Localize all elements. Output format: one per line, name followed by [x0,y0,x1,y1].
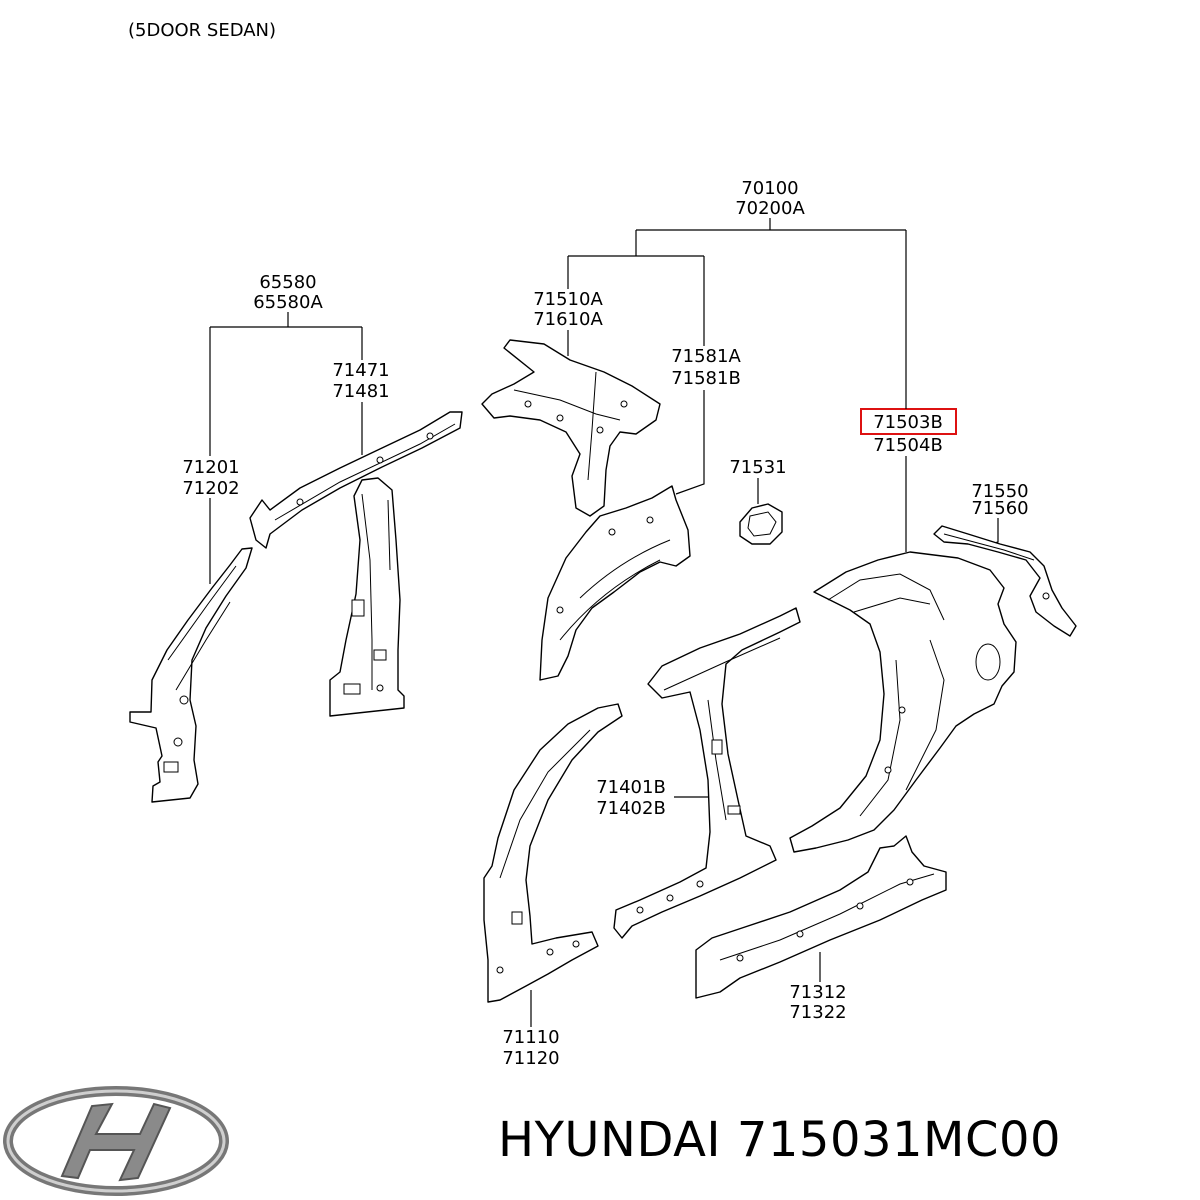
callout-71201-line1: 71201 [182,457,239,478]
brand-part-number: HYUNDAI 715031MC00 [498,1112,1062,1168]
callout-71401B[interactable]: 71401B 71402B [596,777,666,819]
callout-71401B-line1: 71401B [596,777,666,798]
callout-65580[interactable]: 65580 65580A [253,272,323,313]
part-quarter-inner-upper[interactable] [481,339,661,517]
callout-71471[interactable]: 71471 71481 [332,360,389,402]
callout-71201[interactable]: 71201 71202 [182,457,239,499]
part-fuel-filler-housing[interactable] [739,503,783,545]
callout-71510A-line1: 71510A [533,289,603,310]
callout-70100-line1: 70100 [741,178,798,199]
callout-71401B-line2: 71402B [596,798,666,819]
part-center-pillar-outer[interactable] [613,607,801,939]
callout-71581A-line1: 71581A [671,346,741,367]
part-front-pillar-inner[interactable] [129,547,253,803]
callout-71312[interactable]: 71312 71322 [789,982,846,1023]
callout-71581A-line2: 71581B [671,368,741,389]
part-center-pillar-inner[interactable] [329,477,405,717]
callout-71510A-line2: 71610A [533,309,603,330]
callout-71550[interactable]: 71550 71560 [971,481,1028,519]
callout-71312-line2: 71322 [789,1002,846,1023]
callout-65580-line2: 65580A [253,292,323,313]
part-rear-bracket[interactable] [933,525,1077,637]
part-quarter-panel-outer[interactable] [789,551,1017,853]
callout-71471-line2: 71481 [332,381,389,402]
callout-71550-line1: 71550 [971,481,1028,502]
callout-71581A[interactable]: 71581A 71581B [671,346,741,389]
callout-71110-line2: 71120 [502,1048,559,1069]
callout-71110[interactable]: 71110 71120 [502,1027,559,1069]
callout-71503B-line1: 71503B [873,412,943,433]
callout-71471-line1: 71471 [332,360,389,381]
callout-70100-line2: 70200A [735,198,805,219]
callout-71510A[interactable]: 71510A 71610A [533,289,603,330]
callout-71550-line2: 71560 [971,498,1028,519]
variant-label: (5DOOR SEDAN) [128,20,276,41]
highlight-box [860,408,957,435]
callout-71503B-line2: 71504B [873,435,943,456]
callout-71201-line2: 71202 [182,478,239,499]
callout-71531[interactable]: 71531 [729,457,786,478]
part-roof-rail-inner[interactable] [249,411,463,549]
callout-65580-line1: 65580 [259,272,316,293]
callout-70100[interactable]: 70100 70200A [735,178,805,219]
callout-71110-line1: 71110 [502,1027,559,1048]
callout-71312-line1: 71312 [789,982,846,1003]
part-front-pillar-outer[interactable] [483,703,623,1003]
leader-lines [209,218,999,1027]
callout-71503B[interactable]: 71503B 71504B [860,408,957,456]
callout-71531-line1: 71531 [729,457,786,478]
hyundai-logo-icon [3,1086,229,1196]
part-quarter-inner-lower[interactable] [539,485,691,681]
part-side-sill[interactable] [695,835,947,999]
